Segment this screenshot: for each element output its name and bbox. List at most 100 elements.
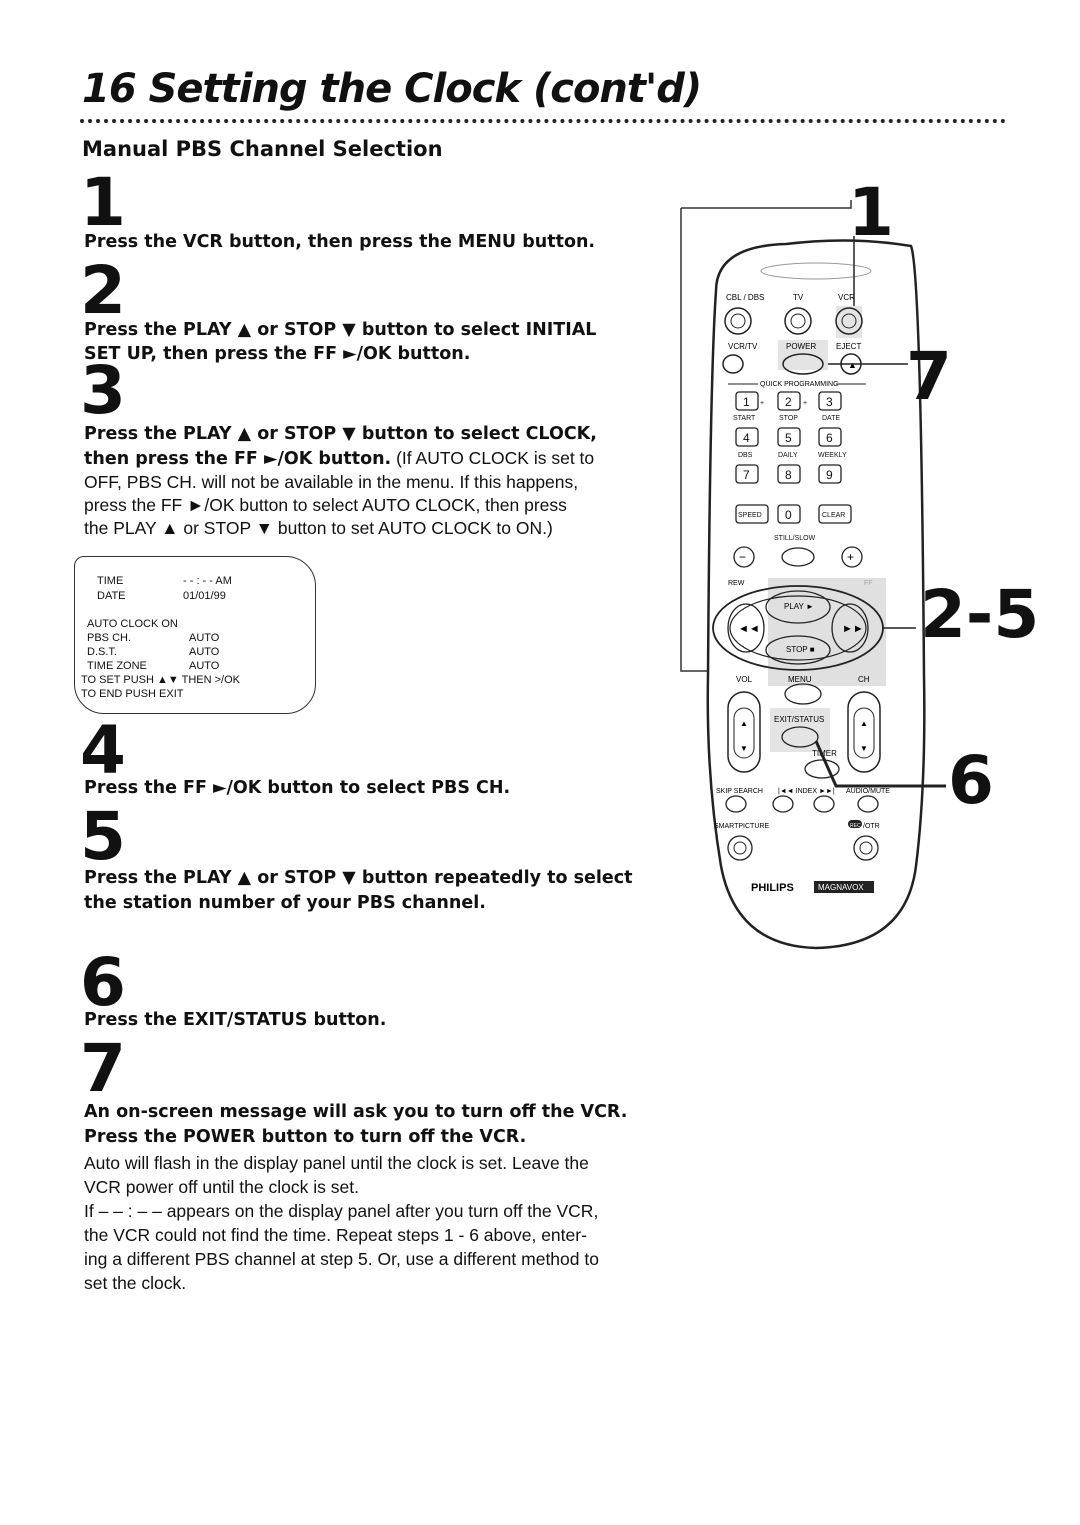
key-4[interactable] <box>735 427 759 447</box>
osd-dst-value: AUTO <box>189 646 220 658</box>
step-number-3: 3 <box>80 352 126 429</box>
step-2-line1: Press the PLAY ▲ or STOP ▼ button to sel… <box>84 320 597 340</box>
ff-ok-button[interactable] <box>831 603 869 653</box>
cbl-dbs-button[interactable] <box>724 307 752 335</box>
osd-hint-end: TO END PUSH EXIT <box>81 688 184 700</box>
osd-date-value: 01/01/99 <box>183 590 226 602</box>
label-dbs: DBS <box>738 452 753 459</box>
volume-rocker[interactable] <box>727 691 761 773</box>
label-rec-otr: /OTR <box>863 823 880 830</box>
still-button[interactable] <box>781 547 815 567</box>
key-7[interactable] <box>735 464 759 484</box>
timer-button[interactable] <box>804 759 840 779</box>
step-5-line2: the station number of your PBS channel. <box>84 893 486 913</box>
rec-icon <box>848 820 862 828</box>
slow-plus-button[interactable] <box>841 546 863 568</box>
rec-otr-button[interactable] <box>853 835 879 861</box>
key-1-label: 1 <box>743 395 750 409</box>
key-5-label: 5 <box>785 431 792 445</box>
label-daily: DAILY <box>778 452 798 459</box>
step-3-line1: Press the PLAY ▲ or STOP ▼ button to sel… <box>84 424 597 444</box>
label-index: |◄◄ INDEX ►►| <box>778 788 835 795</box>
power-button[interactable] <box>782 353 824 375</box>
label-quick-programming: QUICK PROGRAMMING <box>760 381 839 388</box>
key-2[interactable] <box>777 391 801 411</box>
title-divider <box>80 119 1006 123</box>
label-ch: CH <box>858 675 870 684</box>
osd-date-label: DATE <box>97 590 126 602</box>
step-number-1: 1 <box>80 164 126 241</box>
section-heading: Manual PBS Channel Selection <box>82 137 443 161</box>
osd-auto-clock: AUTO CLOCK ON <box>87 618 178 630</box>
osd-hint-set: TO SET PUSH ▲▼ THEN >/OK <box>81 674 241 686</box>
svg-text:▼: ▼ <box>740 744 748 753</box>
exit-status-button[interactable] <box>781 726 819 748</box>
key-5[interactable] <box>777 427 801 447</box>
step-7-body-5: ing a different PBS channel at step 5. O… <box>84 1249 599 1269</box>
label-clear: CLEAR <box>822 512 845 519</box>
rew-button[interactable] <box>727 603 765 653</box>
key-0-label: 0 <box>785 508 792 522</box>
key-0[interactable] <box>777 504 801 524</box>
brand-philips: PHILIPS <box>751 882 794 894</box>
step-number-4: 4 <box>80 712 126 789</box>
key-8-label: 8 <box>785 468 792 482</box>
vcr-button[interactable] <box>835 307 863 335</box>
label-start: START <box>733 415 756 422</box>
osd-zone-value: AUTO <box>189 660 220 672</box>
smartpicture-button[interactable] <box>727 835 753 861</box>
vcr-tv-button[interactable] <box>722 354 744 374</box>
osd-time-value: - - : - - AM <box>183 575 232 587</box>
brand-magnavox: MAGNAVOX <box>818 883 864 892</box>
svg-text:+: + <box>847 550 854 564</box>
remote-control-illustration: CBL / DBS TV VCR VCR/TV POWER EJECT ▲ QU… <box>680 200 946 950</box>
speed-button[interactable] <box>735 504 769 524</box>
svg-text:►►: ►► <box>842 623 864 635</box>
label-weekly: WEEKLY <box>818 452 847 459</box>
osd-time-label: TIME <box>97 575 124 587</box>
audio-mute-button[interactable] <box>857 795 879 813</box>
step-7-body-4: the VCR could not find the time. Repeat … <box>84 1225 587 1245</box>
play-button[interactable] <box>765 590 831 624</box>
key-7-label: 7 <box>743 468 750 482</box>
step-5-line1: Press the PLAY ▲ or STOP ▼ button repeat… <box>84 868 633 888</box>
page-title: 16 Setting the Clock (cont'd) <box>82 66 702 112</box>
key-6[interactable] <box>818 427 842 447</box>
key-4-label: 4 <box>743 431 750 445</box>
on-screen-display: TIME - - : - - AM DATE 01/01/99 AUTO CLO… <box>74 556 316 714</box>
slow-minus-button[interactable] <box>733 546 755 568</box>
label-play: PLAY ► <box>784 602 814 611</box>
key-1[interactable] <box>735 391 759 411</box>
skip-search-button[interactable] <box>725 795 747 813</box>
step-number-2: 2 <box>80 252 126 329</box>
callout-1: 1 <box>848 174 894 251</box>
svg-text:▲: ▲ <box>860 719 868 728</box>
label-audio-mute: AUDIO/MUTE <box>846 788 890 795</box>
step-7-line2: Press the POWER button to turn off the V… <box>84 1127 527 1147</box>
key-8[interactable] <box>777 464 801 484</box>
tv-button[interactable] <box>784 307 812 335</box>
label-vcr: VCR <box>838 293 855 302</box>
svg-text:▼: ▼ <box>860 744 868 753</box>
step-4-text: Press the FF ►/OK button to select PBS C… <box>84 778 511 798</box>
step-2-line2: SET UP, then press the FF ►/OK button. <box>84 344 471 364</box>
key-2-label: 2 <box>785 395 792 409</box>
clear-button[interactable] <box>818 504 852 524</box>
label-skip-search: SKIP SEARCH <box>716 788 763 795</box>
label-eject: EJECT <box>836 342 861 351</box>
stop-button[interactable] <box>765 635 831 665</box>
svg-text:+: + <box>760 400 764 407</box>
label-rew: REW <box>728 580 745 587</box>
label-date: DATE <box>822 415 840 422</box>
osd-pbs-value: AUTO <box>189 632 220 644</box>
key-9[interactable] <box>818 464 842 484</box>
index-back-button[interactable] <box>772 795 794 813</box>
svg-text:−: − <box>739 550 746 564</box>
key-3[interactable] <box>818 391 842 411</box>
key-6-label: 6 <box>826 431 833 445</box>
index-forward-button[interactable] <box>813 795 835 813</box>
channel-rocker[interactable] <box>847 691 881 773</box>
step-number-7: 7 <box>80 1030 126 1107</box>
label-stop: STOP ■ <box>786 645 815 654</box>
menu-button[interactable] <box>784 683 822 705</box>
